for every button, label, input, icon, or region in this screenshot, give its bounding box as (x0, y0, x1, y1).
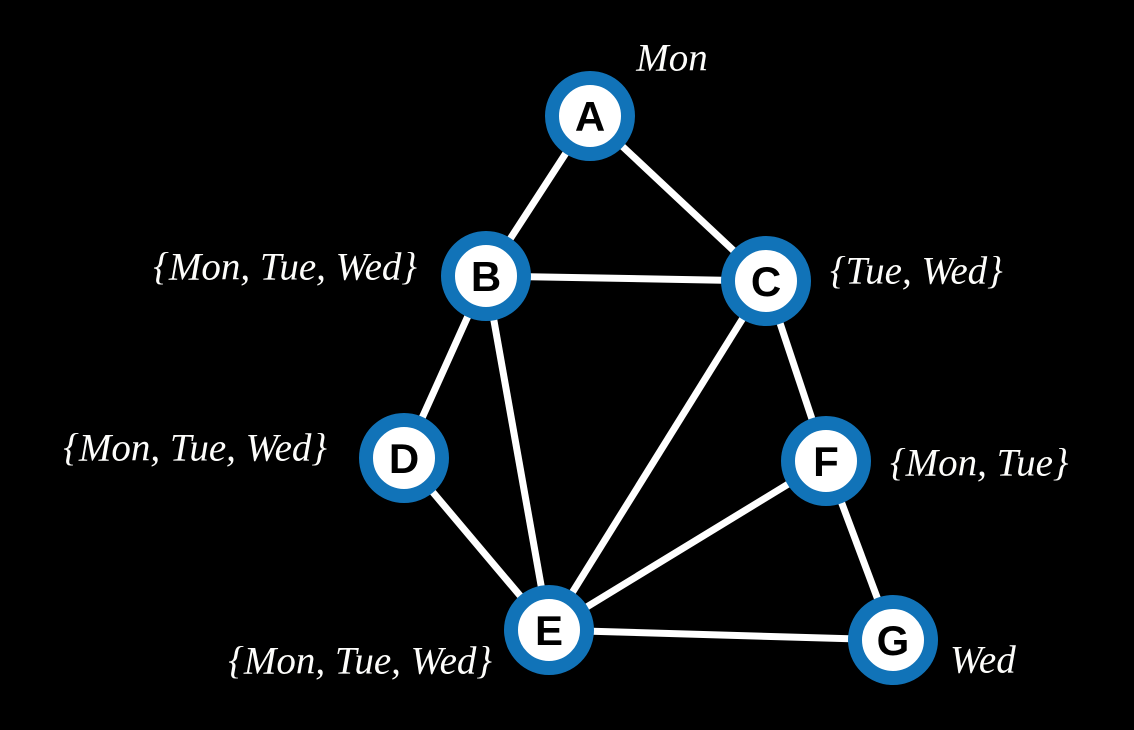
node-G: G (848, 595, 938, 685)
node-C: C (721, 236, 811, 326)
node-G-letter: G (877, 617, 910, 664)
node-C-disc (721, 236, 811, 326)
node-B-disc (441, 231, 531, 321)
node-E-disc (504, 585, 594, 675)
edge-B-C (485, 272, 767, 285)
node-A-letter: A (575, 93, 605, 140)
node-D-letter: D (389, 435, 419, 482)
node-C-letter: C (751, 258, 781, 305)
domain-label-D: {Mon, Tue, Wed} (63, 427, 327, 470)
domain-label-B: {Mon, Tue, Wed} (153, 246, 417, 289)
node-B-letter: B (471, 253, 501, 300)
node-D-disc (359, 413, 449, 503)
node-F-disc (781, 416, 871, 506)
node-E: E (504, 585, 594, 675)
edge-E-G (548, 626, 894, 644)
node-A-disc (545, 71, 635, 161)
edge-B-E (482, 275, 553, 631)
edge-C-E (546, 279, 769, 632)
domain-label-F: {Mon, Tue} (890, 442, 1069, 485)
node-D: D (359, 413, 449, 503)
node-F: F (781, 416, 871, 506)
domain-label-A: Mon (635, 37, 708, 80)
node-G-disc (848, 595, 938, 685)
domain-label-E: {Mon, Tue, Wed} (228, 640, 492, 683)
domain-label-C: {Tue, Wed} (830, 250, 1003, 293)
node-A: A (545, 71, 635, 161)
node-F-letter: F (813, 438, 839, 485)
node-B: B (441, 231, 531, 321)
edge-E-F (547, 458, 828, 633)
node-E-letter: E (535, 607, 563, 654)
domain-label-G: Wed (950, 639, 1016, 682)
